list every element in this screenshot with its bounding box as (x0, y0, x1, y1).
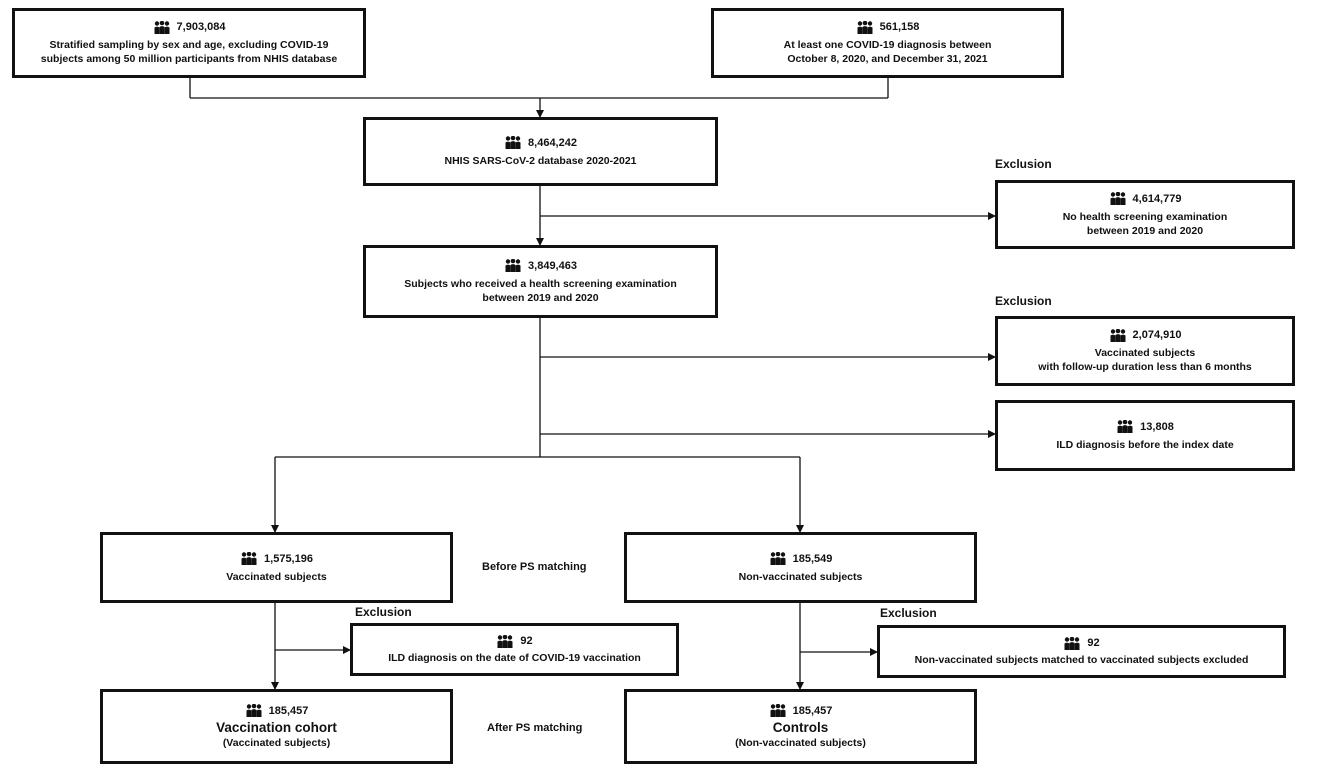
exclusion-followup-box: 2,074,910 Vaccinated subjects with follo… (995, 316, 1295, 386)
nonvaccinated-subjects-count: 185,549 (792, 552, 833, 565)
people-icon (1110, 328, 1126, 342)
controls-title: Controls (772, 719, 829, 735)
vaccination-cohort-box: 185,457 Vaccination cohort (Vaccinated s… (100, 689, 453, 764)
people-icon (497, 634, 513, 648)
vaccinated-subjects-box: 1,575,196 Vaccinated subjects (100, 532, 453, 603)
people-icon (857, 20, 873, 34)
screened-subjects-box: 3,849,463 Subjects who received a health… (363, 245, 718, 318)
exclusion-ild-vaccination-date-count: 92 (520, 635, 533, 647)
after-ps-matching-label: After PS matching (487, 722, 583, 734)
people-icon (241, 552, 257, 565)
covid-diagnosis-box: 561,158 At least one COVID-19 diagnosis … (711, 8, 1064, 78)
nhis-database-text: NHIS SARS-CoV-2 database 2020-2021 (444, 154, 637, 167)
nonvaccinated-subjects-text: Non-vaccinated subjects (738, 570, 863, 583)
sampling-box: 7,903,084 Stratified sampling by sex and… (12, 8, 366, 78)
exclusion-label: Exclusion (995, 294, 1052, 308)
controls-box: 185,457 Controls (Non-vaccinated subject… (624, 689, 977, 764)
exclusion-ild-before-count: 13,808 (1140, 420, 1174, 433)
screened-subjects-text: Subjects who received a health screening… (404, 277, 677, 290)
vaccinated-subjects-text: Vaccinated subjects (226, 570, 327, 583)
exclusion-matched-count: 92 (1087, 637, 1100, 649)
people-icon (505, 259, 521, 272)
vaccination-cohort-title: Vaccination cohort (216, 719, 337, 735)
exclusion-matched-text: Non-vaccinated subjects matched to vacci… (914, 654, 1249, 666)
covid-diagnosis-count: 561,158 (879, 21, 920, 33)
exclusion-no-screening-box: 4,614,779 No health screening examinatio… (995, 180, 1295, 249)
people-icon (770, 552, 786, 565)
people-icon (505, 136, 521, 149)
people-icon (1117, 420, 1133, 433)
people-icon (1064, 636, 1080, 650)
nonvaccinated-subjects-box: 185,549 Non-vaccinated subjects (624, 532, 977, 603)
exclusion-ild-before-box: 13,808 ILD diagnosis before the index da… (995, 400, 1295, 471)
exclusion-matched-box: 92 Non-vaccinated subjects matched to va… (877, 625, 1286, 678)
exclusion-ild-before-text: ILD diagnosis before the index date (1056, 438, 1234, 451)
sampling-count: 7,903,084 (176, 21, 226, 33)
people-icon (154, 20, 170, 34)
covid-diagnosis-text: At least one COVID-19 diagnosis between (783, 39, 992, 51)
exclusion-ild-vaccination-date-text: ILD diagnosis on the date of COVID-19 va… (388, 652, 641, 664)
exclusion-label: Exclusion (355, 605, 412, 619)
exclusion-followup-count: 2,074,910 (1132, 329, 1182, 341)
screened-subjects-text: between 2019 and 2020 (482, 291, 599, 304)
vaccinated-subjects-count: 1,575,196 (264, 552, 313, 565)
vaccination-cohort-count: 185,457 (268, 704, 309, 717)
before-ps-matching-label: Before PS matching (482, 561, 587, 573)
people-icon (770, 704, 786, 717)
nhis-database-count: 8,464,242 (528, 136, 577, 149)
exclusion-ild-vaccination-date-box: 92 ILD diagnosis on the date of COVID-19… (350, 623, 679, 676)
nhis-database-box: 8,464,242 NHIS SARS-CoV-2 database 2020-… (363, 117, 718, 186)
sampling-text: subjects among 50 million participants f… (40, 53, 338, 65)
sampling-text: Stratified sampling by sex and age, excl… (49, 39, 329, 51)
exclusion-followup-text: with follow-up duration less than 6 mont… (1038, 361, 1252, 373)
exclusion-no-screening-count: 4,614,779 (1132, 192, 1182, 205)
covid-diagnosis-text: October 8, 2020, and December 31, 2021 (787, 53, 988, 65)
screened-subjects-count: 3,849,463 (528, 259, 577, 272)
controls-count: 185,457 (792, 704, 833, 717)
vaccination-cohort-subtitle: (Vaccinated subjects) (222, 736, 331, 749)
exclusion-no-screening-text: No health screening examination (1062, 210, 1228, 223)
exclusion-no-screening-text: between 2019 and 2020 (1086, 224, 1204, 237)
exclusion-followup-text: Vaccinated subjects (1094, 347, 1196, 359)
exclusion-label: Exclusion (995, 157, 1052, 171)
people-icon (246, 704, 262, 717)
exclusion-label: Exclusion (880, 606, 937, 620)
controls-subtitle: (Non-vaccinated subjects) (735, 736, 866, 749)
people-icon (1110, 192, 1126, 205)
